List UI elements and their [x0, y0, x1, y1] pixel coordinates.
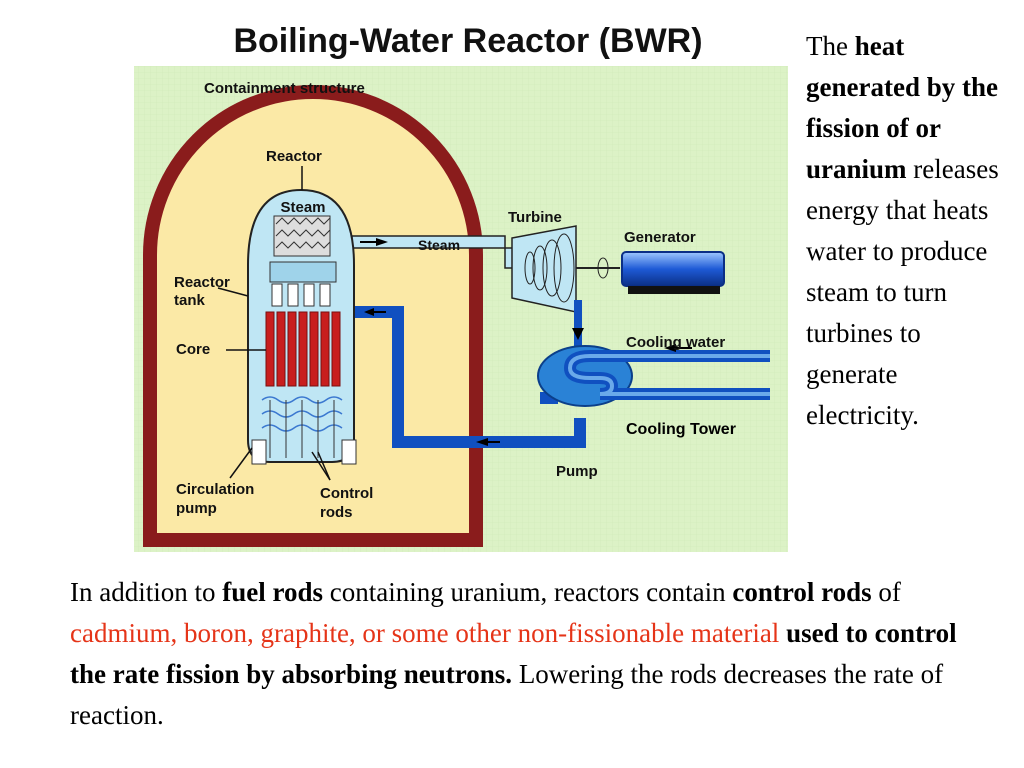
turbine: [511, 225, 620, 313]
pump-arrow-head: [476, 438, 488, 446]
circulation-pump-left: [251, 439, 267, 465]
control-rods-label-line2: rods: [320, 504, 353, 521]
core-label: Core: [176, 341, 210, 358]
bottom-text-p2: containing uranium, reactors contain: [323, 577, 733, 607]
condenser: [537, 300, 770, 407]
side-text-bold: heat generated by the fission of or uran…: [806, 31, 998, 184]
circulation-pump-right: [341, 439, 357, 465]
reactor-inner-steam-label: Steam: [280, 199, 325, 216]
generator-label: Generator: [624, 229, 696, 246]
bottom-text-control-rods: control rods: [732, 577, 872, 607]
diagram-title: Boiling-Water Reactor (BWR): [233, 22, 702, 60]
containment-label: Containment structure: [204, 80, 365, 97]
bottom-text-materials: cadmium, boron, graphite, or some other …: [70, 618, 780, 648]
circulation-pump-label-line2: pump: [176, 500, 217, 517]
generator: [621, 251, 725, 294]
steam-arrow-head: [376, 238, 388, 246]
circulation-pump-label-line1: Circulation: [176, 481, 254, 498]
reactor-label: Reactor: [266, 148, 322, 165]
bottom-text-purpose: used to control the rate fission by abso…: [70, 618, 957, 689]
bottom-text-p1: In addition to: [70, 577, 223, 607]
reactor-tank-label-line2: tank: [174, 292, 206, 309]
control-rod-tops: [271, 283, 331, 307]
pump-label: Pump: [556, 463, 598, 480]
core-fuel-rods: [265, 311, 341, 387]
return-arrow-head: [364, 308, 374, 316]
bottom-paragraph: In addition to fuel rods containing uran…: [70, 572, 970, 736]
side-text-rest: releases energy that heats water to prod…: [806, 154, 999, 430]
cooling-water-label: Cooling water: [626, 334, 725, 351]
cooling-water-arrow-head: [664, 344, 676, 352]
reactor-tank-label-line1: Reactor: [174, 274, 230, 291]
control-rod-drives: [269, 400, 335, 458]
side-text-the: The: [806, 31, 855, 61]
cooling-tower-label: Cooling Tower: [626, 421, 736, 438]
side-paragraph: The heat generated by the fission of or …: [806, 26, 1016, 436]
reactor-vessel: [247, 188, 357, 465]
bottom-text-p4: Lowering the rods decreases the rate of …: [70, 659, 944, 730]
steam-pipe-label: Steam: [418, 237, 460, 253]
turbine-label: Turbine: [508, 209, 562, 226]
bottom-text-p3: of: [871, 577, 901, 607]
control-rods-label-line1: Control: [320, 485, 373, 502]
bottom-text-fuel-rods: fuel rods: [222, 577, 323, 607]
